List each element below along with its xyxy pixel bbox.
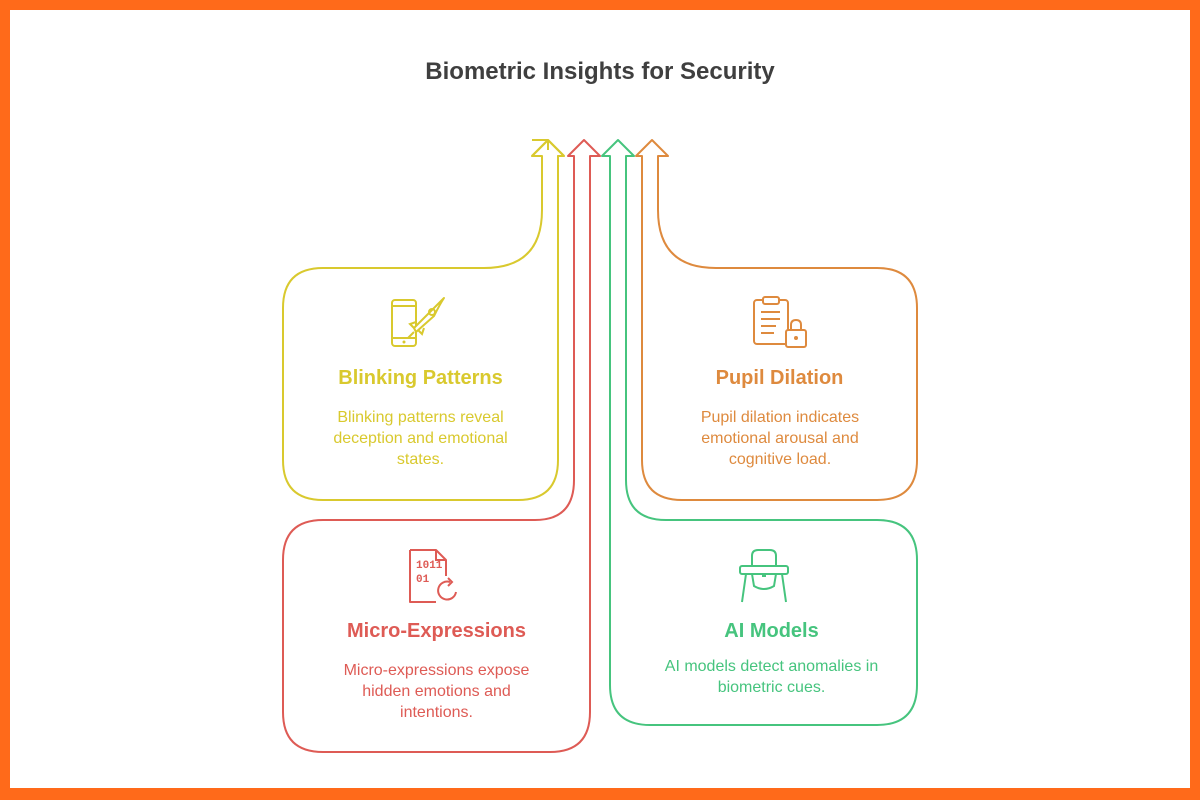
ai-card-outline xyxy=(601,139,918,726)
micro-expressions-title: Micro-Expressions xyxy=(347,620,526,642)
svg-text:01: 01 xyxy=(416,574,430,586)
high-chair-icon xyxy=(739,549,789,603)
blinking-patterns-description: Blinking patterns reveal deception and e… xyxy=(333,409,508,468)
binary-file-refresh-icon: 1011 01 xyxy=(409,549,457,603)
pupil-dilation-description: Pupil dilation indicates emotional arous… xyxy=(700,409,860,468)
diagram-title: Biometric Insights for Security xyxy=(425,58,775,85)
phone-rocket-icon xyxy=(391,297,445,347)
canvas-frame xyxy=(10,10,1190,788)
blinking-arrow-head xyxy=(531,139,565,460)
micro-card-outline xyxy=(282,139,601,753)
ai-models-description: AI models detect anomalies in biometric … xyxy=(664,658,879,696)
micro-expressions-description: Micro-expressions expose hidden emotions… xyxy=(343,662,530,721)
svg-text:1011: 1011 xyxy=(416,560,443,572)
clipboard-lock-icon xyxy=(753,296,807,348)
ai-models-title: AI Models xyxy=(724,620,819,642)
pupil-dilation-title: Pupil Dilation xyxy=(715,367,844,389)
blinking-patterns-title: Blinking Patterns xyxy=(338,367,503,389)
pupil-card-outline xyxy=(635,139,918,501)
